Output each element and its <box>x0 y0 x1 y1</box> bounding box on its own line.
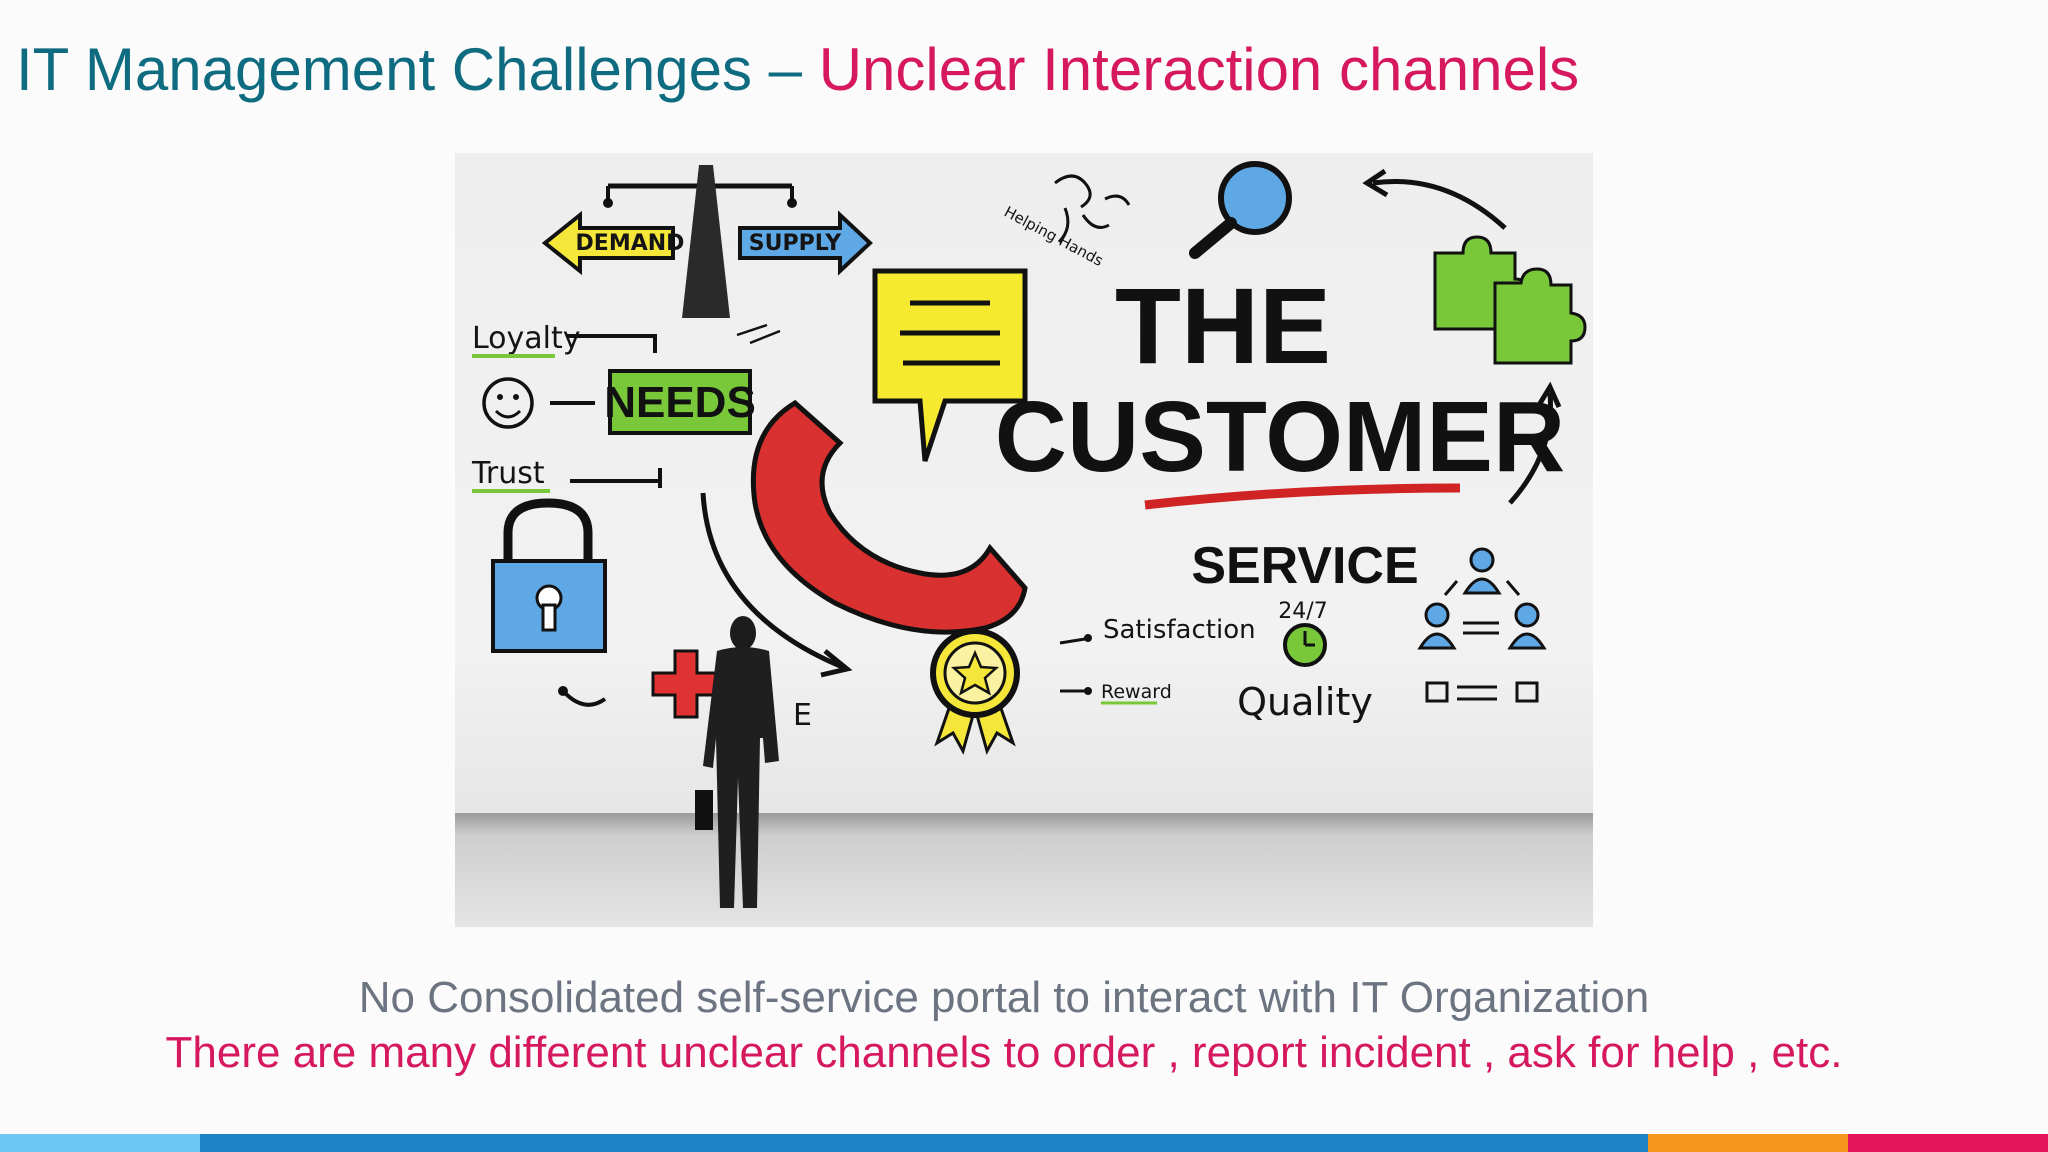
footer-color-bar <box>0 1134 2048 1152</box>
satisfaction-label: Satisfaction <box>1103 615 1256 645</box>
curved-arrow-right <box>1508 392 1553 505</box>
customer-service-illustration: DEMAND SUPPLY Helping Hands Loyalty <box>455 153 1593 927</box>
people-network-icon <box>1417 547 1547 703</box>
supply-label: SUPPLY <box>749 231 843 256</box>
sweep-arrow <box>700 492 846 671</box>
speech-bubble-icon <box>872 268 1028 462</box>
clock-icon <box>1283 623 1327 667</box>
red-underline <box>1144 483 1461 510</box>
puzzle-icon <box>1433 235 1587 365</box>
phone-icon <box>750 399 1028 635</box>
reward-label: Reward <box>1101 681 1172 703</box>
title-main-text: IT Management Challenges – <box>16 36 819 103</box>
needs-label: NEEDS <box>604 378 756 427</box>
businessman-figure <box>695 616 779 908</box>
quality-label: Quality <box>1237 680 1373 724</box>
needs-box <box>608 369 752 435</box>
slide-title: IT Management Challenges – Unclear Inter… <box>16 28 1579 112</box>
demand-label: DEMAND <box>576 231 685 256</box>
caption-line-1: No Consolidated self-service portal to i… <box>358 973 1650 1022</box>
hours-label: 24/7 <box>1278 599 1327 624</box>
briefcase <box>695 790 713 830</box>
trust-label: Trust <box>471 456 545 491</box>
lock-icon <box>491 498 607 653</box>
medal-icon <box>930 628 1020 755</box>
the-label: THE <box>1115 265 1331 386</box>
smiley-icon <box>482 377 534 429</box>
demand-arrow-icon: DEMAND <box>541 210 685 276</box>
scale-icon <box>603 165 797 318</box>
caption-line-2: There are many different unclear channel… <box>165 1028 1843 1077</box>
service-label: SERVICE <box>1191 537 1418 595</box>
floor-background <box>455 813 1593 927</box>
magnifier-icon <box>1189 161 1292 259</box>
care-fragment-label: E <box>793 698 812 733</box>
customer-label: CUSTOMER <box>995 381 1565 493</box>
footer-segment-light-blue <box>0 1134 200 1152</box>
footer-segment-orange <box>1648 1134 1848 1152</box>
loyalty-label: Loyalty <box>472 321 581 356</box>
curved-arrow-top <box>1372 178 1507 230</box>
footer-segment-pink <box>1848 1134 2048 1152</box>
footer-segment-blue <box>200 1134 1648 1152</box>
title-accent-text: Unclear Interaction channels <box>818 36 1580 103</box>
supply-arrow-icon: SUPPLY <box>738 210 873 276</box>
